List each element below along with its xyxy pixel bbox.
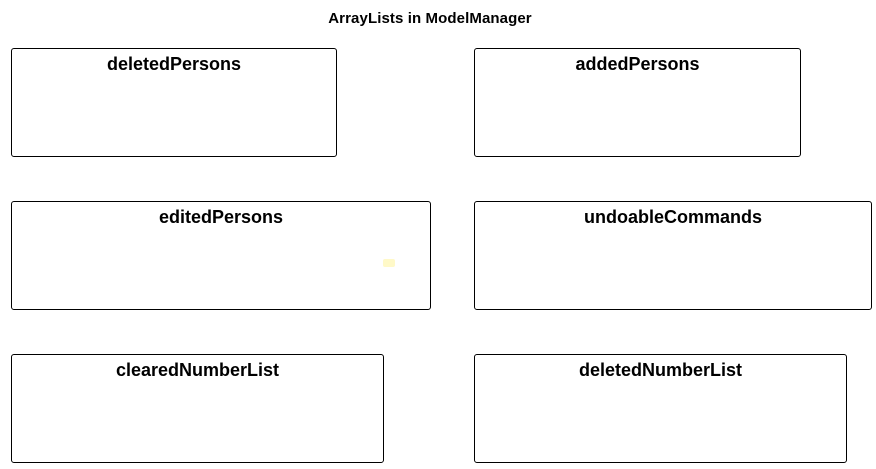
edited-persons-label: editedPersons: [158, 207, 284, 227]
added-persons-box: addedPersons: [474, 48, 801, 157]
edited-persons-box: editedPersons: [11, 201, 431, 310]
cleared-number-list-box: clearedNumberList: [11, 354, 384, 463]
undoable-commands-box: undoableCommands: [474, 201, 872, 310]
deleted-persons-label: deletedPersons: [106, 54, 242, 74]
undoable-commands-label: undoableCommands: [583, 207, 762, 227]
deleted-number-list-box: deletedNumberList: [474, 354, 847, 463]
added-persons-label: addedPersons: [575, 54, 700, 74]
deleted-persons-box: deletedPersons: [11, 48, 337, 157]
diagram-title: ArrayLists in ModelManager: [328, 10, 532, 27]
highlight-marker: [383, 259, 395, 267]
cleared-number-list-label: clearedNumberList: [115, 360, 280, 380]
deleted-number-list-label: deletedNumberList: [578, 360, 743, 380]
